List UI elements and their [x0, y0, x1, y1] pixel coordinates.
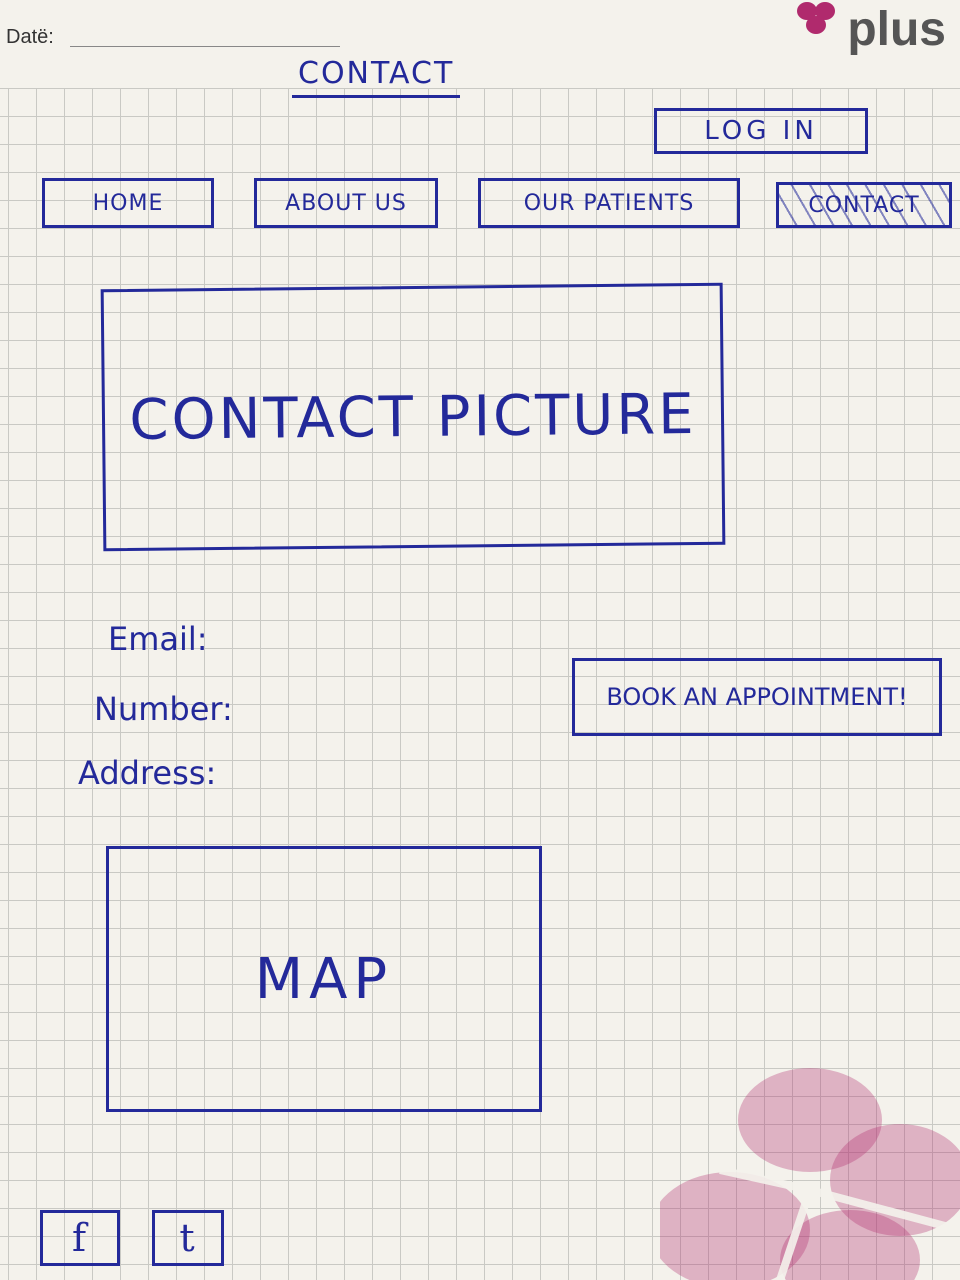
brand-name: plus	[847, 3, 946, 56]
number-label: Number:	[94, 690, 233, 728]
nav-item-about-us[interactable]: ABOUT US	[254, 178, 438, 228]
nav-item-contact[interactable]: CONTACT	[776, 182, 952, 228]
nav-item-our-patients[interactable]: OUR PATIENTS	[478, 178, 740, 228]
address-label: Address:	[78, 754, 217, 792]
flower-logo-icon	[797, 2, 841, 38]
login-button[interactable]: LOG IN	[654, 108, 868, 154]
page-title: CONTACT	[292, 56, 461, 98]
twitter-icon[interactable]: t	[152, 1210, 224, 1266]
flower-watermark-icon	[660, 1068, 960, 1280]
notebook-brand: plus	[797, 2, 946, 54]
nav-item-home[interactable]: HOME	[42, 178, 214, 228]
book-appointment-button[interactable]: BOOK AN APPOINTMENT!	[572, 658, 942, 736]
date-line	[70, 46, 340, 47]
facebook-icon[interactable]: f	[40, 1210, 120, 1266]
contact-picture-placeholder: CONTACT PICTURE	[100, 282, 726, 552]
date-label: Datë:	[6, 26, 54, 48]
map-placeholder[interactable]: MAP	[106, 846, 542, 1112]
email-label: Email:	[108, 620, 208, 658]
